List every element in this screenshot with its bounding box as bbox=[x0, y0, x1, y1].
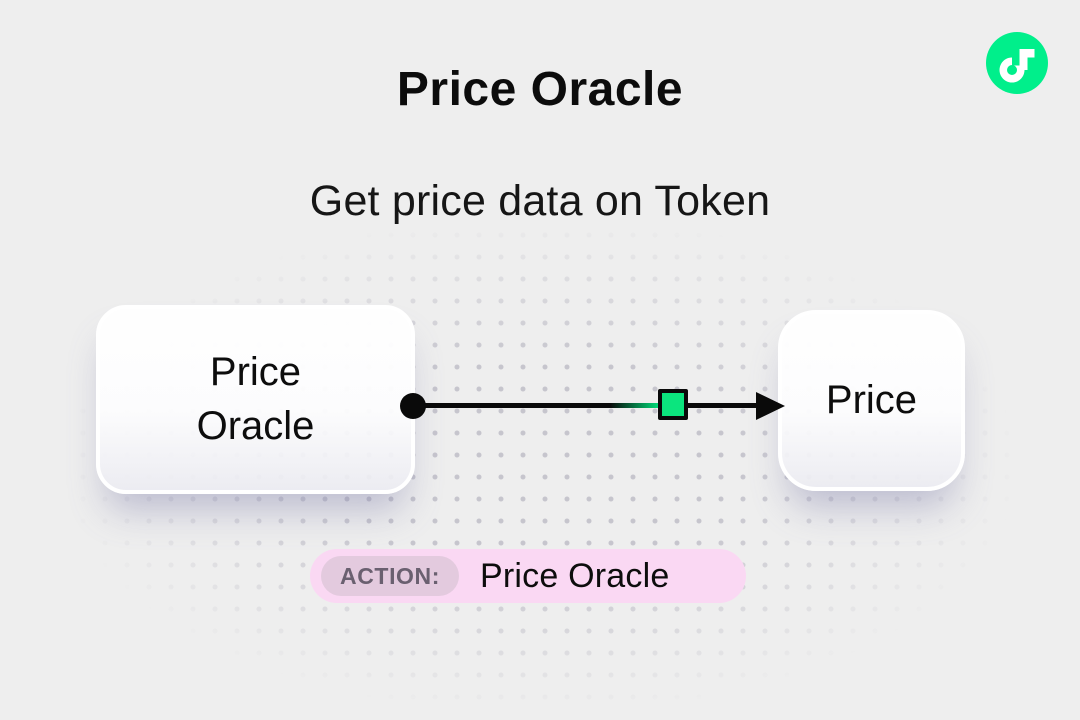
page-subtitle: Get price data on Token bbox=[309, 177, 771, 225]
node-price[interactable]: Price bbox=[778, 310, 965, 491]
edge-arrowhead-icon bbox=[756, 392, 785, 420]
action-value: Price Oracle bbox=[480, 556, 670, 595]
action-pill: ACTION: Price Oracle bbox=[310, 549, 746, 603]
edge-connector-square[interactable] bbox=[658, 389, 688, 420]
edge-line-green-glow bbox=[610, 403, 658, 408]
edge-line bbox=[412, 403, 760, 408]
flow-logo-icon bbox=[986, 32, 1048, 94]
node-price-oracle-label: Price Oracle bbox=[196, 350, 315, 448]
node-price-oracle[interactable]: Price Oracle bbox=[96, 305, 415, 494]
edge-source-handle bbox=[400, 393, 426, 419]
node-price-label: Price bbox=[825, 378, 918, 422]
page-title: Price Oracle bbox=[396, 63, 684, 116]
action-badge: ACTION: bbox=[321, 556, 460, 596]
